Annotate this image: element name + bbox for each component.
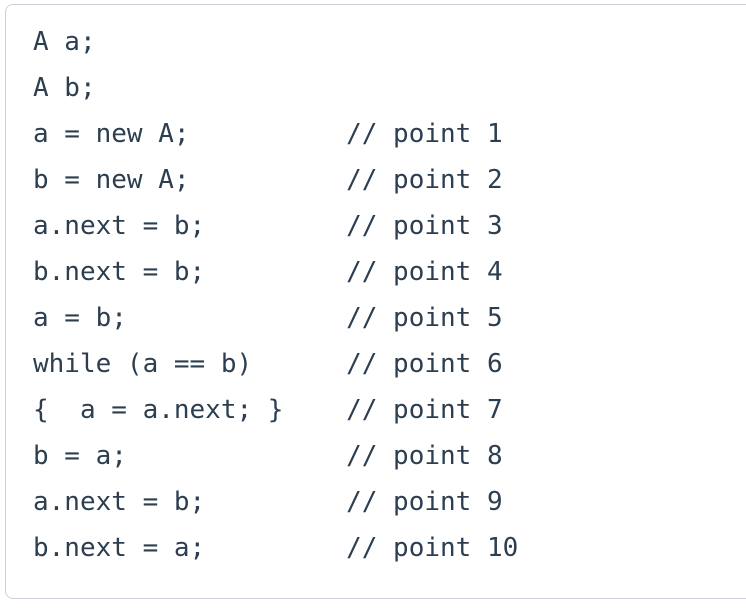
code-line: { a = a.next; } // point 7 — [33, 387, 518, 433]
code-gap — [127, 303, 346, 333]
code-text: b = new A; — [33, 165, 190, 195]
code-line: while (a == b) // point 6 — [33, 341, 518, 387]
code-gap — [190, 165, 347, 195]
code-line: b.next = a; // point 10 — [33, 525, 518, 571]
code-text: b.next = a; — [33, 533, 206, 563]
code-text: { a = a.next; } — [33, 395, 284, 425]
code-comment: // point 3 — [346, 211, 503, 241]
code-line: b = new A; // point 2 — [33, 157, 518, 203]
code-comment: // point 1 — [346, 119, 503, 149]
code-gap — [205, 211, 346, 241]
code-comment: // point 5 — [346, 303, 503, 333]
code-text: A b; — [33, 73, 96, 103]
code-comment: // point 10 — [346, 533, 519, 563]
code-line: a = new A; // point 1 — [33, 111, 518, 157]
code-text: while (a == b) — [33, 349, 253, 379]
code-text: b = a; — [33, 441, 127, 471]
code-gap — [205, 487, 346, 517]
code-comment: // point 9 — [346, 487, 503, 517]
code-text: a = new A; — [33, 119, 190, 149]
code-gap — [127, 441, 346, 471]
code-comment: // point 8 — [346, 441, 503, 471]
code-line: a.next = b; // point 3 — [33, 203, 518, 249]
code-text: b.next = b; — [33, 257, 206, 287]
code-text: a.next = b; — [33, 211, 206, 241]
code-comment: // point 4 — [346, 257, 503, 287]
code-comment: // point 6 — [346, 349, 503, 379]
code-gap — [252, 349, 346, 379]
code-comment: // point 7 — [346, 395, 503, 425]
code-text: a.next = b; — [33, 487, 206, 517]
code-gap — [190, 119, 347, 149]
code-line: b.next = b; // point 4 — [33, 249, 518, 295]
code-gap — [283, 395, 346, 425]
code-line: A a; — [33, 19, 518, 65]
code-gap — [205, 257, 346, 287]
code-line: b = a; // point 8 — [33, 433, 518, 479]
code-line: A b; — [33, 65, 518, 111]
code-text: A a; — [33, 27, 96, 57]
code-gap — [205, 533, 346, 563]
code-comment: // point 2 — [346, 165, 503, 195]
code-line: a = b; // point 5 — [33, 295, 518, 341]
code-text: a = b; — [33, 303, 127, 333]
code-line: a.next = b; // point 9 — [33, 479, 518, 525]
